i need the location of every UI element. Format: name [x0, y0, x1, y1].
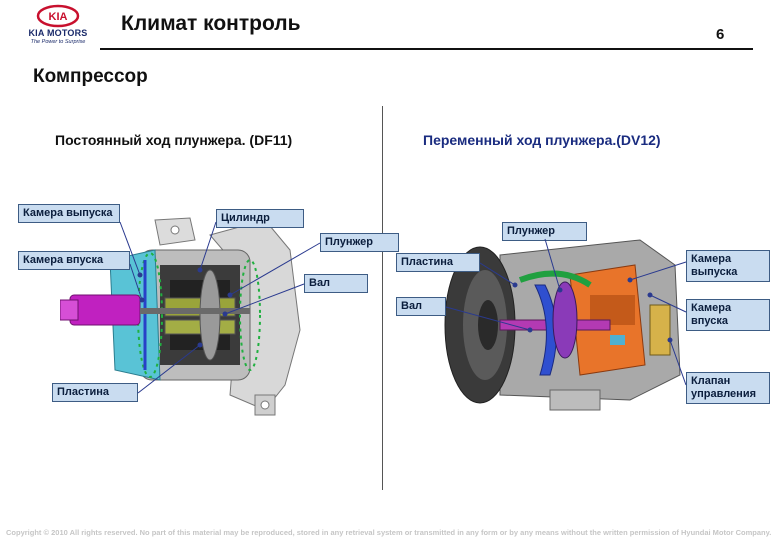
left-label-cylinder: Цилиндр [216, 209, 304, 228]
svg-text:KIA: KIA [49, 11, 68, 23]
footer-copyright: Copyright © 2010 All rights reserved. No… [6, 528, 772, 537]
left-label-shaft: Вал [304, 274, 368, 293]
right-label-valve: Клапан управления [686, 372, 770, 404]
footer [0, 522, 780, 545]
header-rule [100, 48, 753, 50]
left-heading: Постоянный ход плунжера. (DF11) [55, 132, 293, 148]
left-label-intake: Камера впуска [18, 251, 130, 270]
left-label-discharge: Камера выпуска [18, 204, 120, 223]
right-label-plate: Пластина [396, 253, 480, 272]
brand-name: KIA MOTORS [28, 28, 88, 38]
brand-slogan: The Power to Surprise [30, 39, 86, 45]
page-number: 6 [716, 26, 725, 43]
right-label-shaft: Вал [396, 297, 446, 316]
left-label-plunger: Плунжер [320, 233, 399, 252]
right-heading: Переменный ход плунжера.(DV12) [423, 132, 661, 148]
left-label-plate: Пластина [52, 383, 138, 402]
right-label-discharge: Камера выпуска [686, 250, 770, 282]
center-divider [382, 106, 383, 490]
kia-logo: KIA [36, 4, 80, 28]
right-label-plunger: Плунжер [502, 222, 587, 241]
page-title: Климат контроль [121, 12, 301, 35]
right-label-intake: Камера впуска [686, 299, 770, 331]
dv12-compressor-illustration [444, 239, 681, 411]
section-title: Компрессор [33, 66, 148, 87]
